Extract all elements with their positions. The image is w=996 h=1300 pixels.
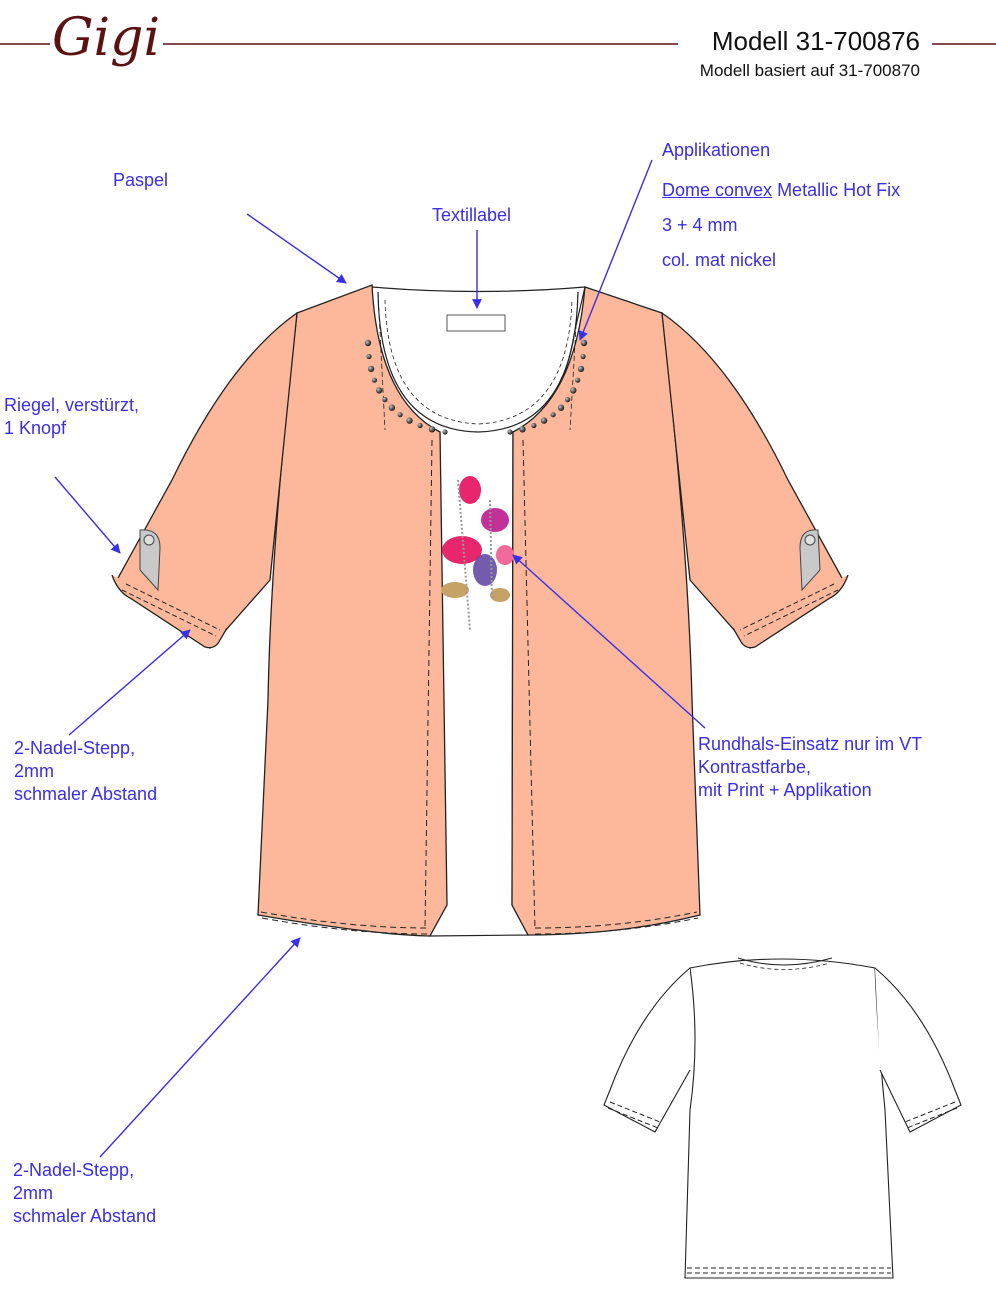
stud-icon [406, 417, 413, 424]
rundhals-line2: Kontrastfarbe, [698, 757, 812, 777]
stud-icon [580, 339, 588, 347]
annotation-stepp-hem: 2-Nadel-Stepp, 2mm schmaler Abstand [13, 1159, 156, 1228]
metallic-hot-fix-text: Metallic Hot Fix [772, 180, 901, 200]
stud-icon [531, 422, 537, 429]
right-button [804, 534, 816, 546]
stepp-sleeve-line2: 2mm [14, 761, 54, 781]
riegel-line1: Riegel, verstürzt, [4, 395, 140, 415]
back-right-sleeve [874, 967, 962, 1133]
metal-studs [364, 339, 588, 435]
stud-icon [367, 365, 375, 373]
stud-icon [428, 426, 436, 433]
annotation-stepp-sleeve: 2-Nadel-Stepp, 2mm schmaler Abstand [14, 737, 157, 806]
right-sleeve-tab [799, 529, 821, 592]
stud-icon [565, 397, 571, 403]
stud-icon [575, 377, 581, 383]
applikationen-arrow [578, 159, 653, 341]
stepp-hem-line1: 2-Nadel-Stepp, [13, 1160, 135, 1180]
stud-icon [577, 365, 585, 373]
brand-logo: Gigi [52, 8, 161, 68]
annotation-applikationen-title: Applikationen [662, 140, 771, 160]
annotation-applikationen-type: Dome convex Metallic Hot Fix [662, 179, 900, 202]
annotation-rundhals: Rundhals-Einsatz nur im VT Kontrastfarbe… [698, 733, 922, 802]
textile-label [446, 314, 506, 332]
front-view [111, 284, 849, 937]
stud-icon [507, 429, 513, 435]
dome-convex-link: Dome convex [662, 180, 773, 200]
stud-icon [417, 422, 423, 429]
stud-icon [382, 397, 388, 403]
stud-icon [442, 429, 448, 435]
stud-icon [364, 339, 372, 347]
annotation-paspel: Paspel [113, 170, 169, 190]
stud-icon [388, 404, 396, 411]
stepp-hem-line2: 2mm [13, 1183, 53, 1203]
callout-arrows [54, 159, 706, 1158]
annotation-applikationen-size: 3 + 4 mm [662, 215, 738, 235]
floral-print [441, 476, 514, 631]
riegel-line2: 1 Knopf [4, 418, 67, 438]
paspel-arrow [246, 213, 347, 284]
model-title: Modell 31-700876 [711, 26, 920, 56]
stud-icon [557, 404, 565, 411]
stepp-hem-line3: schmaler Abstand [13, 1206, 157, 1226]
back-left-sleeve [603, 967, 691, 1133]
stepp-sleeve-line3: schmaler Abstand [14, 784, 158, 804]
stud-icon [397, 412, 403, 418]
stud-icon [580, 353, 586, 360]
stepp-hem-arrow [99, 937, 301, 1158]
stud-icon [540, 417, 548, 424]
stud-icon [519, 426, 526, 433]
annotation-textillabel: Textillabel [432, 205, 512, 225]
rundhals-line3: mit Print + Applikation [698, 780, 872, 800]
annotation-applikationen-color: col. mat nickel [662, 250, 777, 270]
rundhals-line1: Rundhals-Einsatz nur im VT [698, 734, 923, 754]
riegel-arrow [54, 476, 121, 554]
rundhals-arrow [512, 554, 706, 729]
left-sleeve-tab [139, 529, 161, 592]
stud-icon [570, 387, 577, 394]
back-body [684, 958, 894, 1279]
annotation-riegel: Riegel, verstürzt, 1 Knopf [4, 394, 139, 440]
stepp-sleeve-arrow [68, 629, 191, 736]
left-button [143, 534, 155, 546]
stud-icon [366, 353, 372, 360]
stepp-sleeve-line1: 2-Nadel-Stepp, [14, 738, 136, 758]
stud-icon [375, 387, 383, 394]
model-subtitle: Modell basiert auf 31-700870 [699, 61, 920, 80]
stud-icon [550, 412, 556, 418]
stud-icon [371, 377, 378, 383]
back-view [603, 957, 962, 1279]
